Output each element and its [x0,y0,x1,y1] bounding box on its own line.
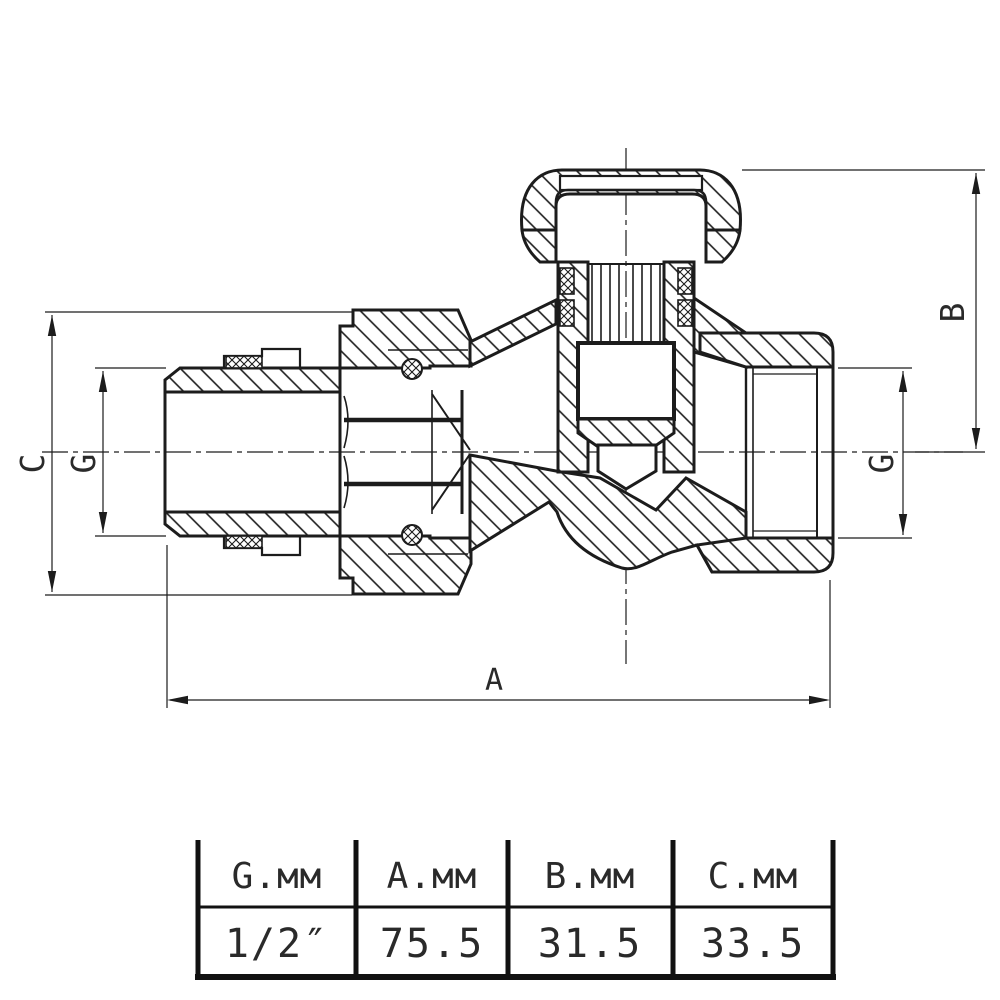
clip-bottom-seal [225,535,263,549]
port-top-band [698,331,835,369]
tailpiece-thread-bottom [163,510,342,538]
dim-G-left-label: G [64,453,103,474]
dim-B-label: B [933,302,972,323]
dim-B-arrow-top [971,173,981,194]
table-header-row: G.мм A.мм B.мм C.мм [232,856,799,897]
dim-C-arrow-bottom [47,571,57,592]
table-value-g: 1/2″ [225,921,329,967]
dim-G-right-arrow-bottom [898,514,908,535]
dim-A: A [166,545,831,708]
spindle-splines [588,263,664,341]
clip-top-seal [225,355,263,369]
dim-A-arrow-left [167,695,188,705]
seal-pocket-right-1 [677,267,693,295]
body-bottom-mass [468,453,748,574]
table-header-a: A.мм [387,856,478,897]
dim-B-arrow-bottom [971,428,981,449]
inlet-upper-wall [468,297,558,369]
cap-skirt-left [520,228,558,264]
dim-G-right-label: G [862,453,901,474]
table-header-b: B.мм [545,856,636,897]
dim-B: B [742,169,985,453]
dim-G-right: G [838,367,912,539]
dim-G-right-arrow-top [898,371,908,392]
top-cap [520,168,742,264]
dim-A-label: A [485,663,503,698]
centerlines [42,148,963,664]
tailpiece [163,347,342,557]
valve-plug [596,443,658,491]
union-nut [338,308,473,596]
dim-C-label: C [13,453,52,474]
tailpiece-thread-top [163,366,342,394]
table-value-row: 1/2″ 75.5 31.5 33.5 [225,921,805,967]
table-header-c: C.мм [708,856,799,897]
cap-washer [558,174,704,192]
table-header-g: G.мм [232,856,323,897]
nut-hex-arcs [343,395,349,509]
right-port [694,331,835,574]
cap-skirt-right [704,228,742,264]
dim-G-left-arrow-top [98,371,108,392]
seal-pocket-left-2 [559,299,575,327]
o-ring-bottom [401,524,423,546]
table-value-c: 33.5 [701,921,805,967]
nut-top-section [338,308,473,370]
o-ring-top [401,358,423,380]
table-value-a: 75.5 [380,921,484,967]
table-value-b: 31.5 [538,921,642,967]
clip-bottom-outline [222,536,302,557]
seal-pocket-left-1 [559,267,575,295]
dim-G-left-arrow-bottom [98,512,108,533]
dim-C-arrow-top [47,315,57,336]
dim-G-left: G [64,367,166,537]
dim-C: C [13,311,352,596]
dim-A-arrow-right [809,695,830,705]
cap-inner-profile [554,188,708,262]
spec-table: G.мм A.мм B.мм C.мм 1/2″ 75.5 31.5 33.5 [195,840,836,980]
clip-top-outline [222,347,302,368]
nut-bottom-section [338,534,473,596]
seal-pocket-right-2 [677,299,693,327]
union-cone-edges [431,393,471,511]
valve-disc [576,341,676,421]
bonnet [556,260,696,491]
port-bottom-band [694,536,835,574]
